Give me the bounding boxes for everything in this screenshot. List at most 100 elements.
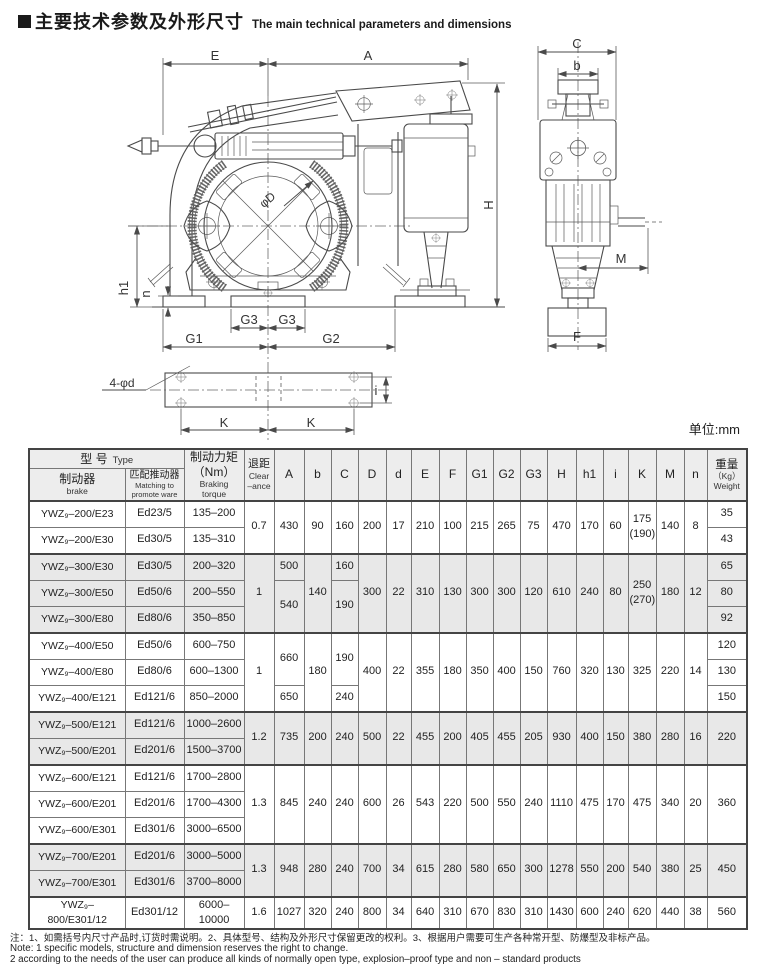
dim-label-g3-left: G3	[240, 312, 257, 327]
spec-cell: 17	[385, 499, 412, 555]
spec-cell: Ed30/5	[124, 552, 185, 581]
spec-cell: Ed50/6	[124, 579, 185, 607]
spec-cell: 6000–10000	[183, 895, 245, 930]
dim-label-h1: h1	[116, 281, 131, 295]
spec-cell: 540	[627, 842, 657, 898]
dim-label-k-left: K	[220, 415, 229, 430]
spec-cell: YWZ₉–400/E121	[28, 684, 126, 713]
spec-cell: YWZ₉–500/E201	[28, 737, 126, 766]
spec-header-cell: F	[438, 448, 467, 502]
spec-cell: 760	[546, 631, 577, 713]
spec-header-cell: d	[385, 448, 412, 502]
spec-cell: 16	[683, 710, 708, 766]
spec-cell: YWZ₉–800/E301/12	[28, 895, 126, 930]
spec-cell: 180	[655, 552, 685, 634]
spec-cell: 400	[575, 710, 604, 766]
spec-cell: 135–200	[183, 499, 245, 528]
spec-cell: 400	[492, 631, 521, 713]
spec-cell: 130	[706, 658, 748, 686]
spec-cell: 1	[243, 631, 275, 713]
spec-cell: 43	[706, 526, 748, 555]
spec-cell: 500	[465, 763, 494, 845]
spec-cell: 190	[330, 579, 359, 634]
spec-cell: YWZ₉–200/E30	[28, 526, 126, 555]
spec-header-cell: G3	[519, 448, 548, 502]
spec-cell: 170	[575, 499, 604, 555]
spec-cell: 830	[492, 895, 521, 930]
spec-cell: 930	[546, 710, 577, 766]
spec-cell: 65	[706, 552, 748, 581]
spec-cell: Ed50/6	[124, 631, 185, 660]
spec-cell: YWZ₉–300/E50	[28, 579, 126, 607]
spec-cell: 22	[385, 631, 412, 713]
spec-cell: 1027	[273, 895, 305, 930]
dim-label-m: M	[616, 251, 627, 266]
dim-label-a: A	[364, 48, 373, 63]
spec-header-cell: 制动力矩 （Nm）Braking torque	[183, 448, 245, 502]
spec-cell: 120	[519, 552, 548, 634]
spec-cell: 175 (190)	[627, 499, 657, 555]
spec-cell: Ed30/5	[124, 526, 185, 555]
spec-cell: 560	[706, 895, 748, 930]
spec-cell: 300	[357, 552, 387, 634]
spec-cell: YWZ₉–300/E80	[28, 605, 126, 634]
spec-cell: Ed201/6	[124, 737, 185, 766]
spec-cell: 240	[330, 763, 359, 845]
spec-cell: 405	[465, 710, 494, 766]
spec-cell: 600–750	[183, 631, 245, 660]
spec-cell: 948	[273, 842, 305, 898]
spec-cell: 20	[683, 763, 708, 845]
spec-header-cell: G2	[492, 448, 521, 502]
spec-cell: 180	[438, 631, 467, 713]
spec-cell: Ed301/6	[124, 816, 185, 845]
spec-cell: 600	[575, 895, 604, 930]
spec-cell: 355	[410, 631, 440, 713]
spec-header-cell: C	[330, 448, 359, 502]
spec-cell: 650	[273, 684, 305, 713]
spec-cell: 1.6	[243, 895, 275, 930]
spec-cell: 205	[519, 710, 548, 766]
spec-cell: 500	[357, 710, 387, 766]
spec-cell: 280	[655, 710, 685, 766]
spec-cell: 210	[410, 499, 440, 555]
spec-header-cell: M	[655, 448, 685, 502]
spec-cell: 620	[627, 895, 657, 930]
spec-cell: 220	[706, 710, 748, 766]
spec-cell: YWZ₉–400/E80	[28, 658, 126, 686]
spec-cell: 300	[465, 552, 494, 634]
spec-cell: 150	[706, 684, 748, 713]
spec-cell: 180	[303, 631, 332, 713]
spec-cell: 200–550	[183, 579, 245, 607]
note-en-1: Note: 1 specific models, structure and d…	[10, 943, 349, 954]
spec-cell: 240	[602, 895, 629, 930]
spec-cell: 350	[465, 631, 494, 713]
spec-cell: 140	[655, 499, 685, 555]
spec-cell: 1700–2800	[183, 763, 245, 792]
page-title-en: The main technical parameters and dimens…	[252, 19, 512, 31]
spec-cell: 160	[330, 499, 359, 555]
spec-cell: 1.3	[243, 763, 275, 845]
dim-label-n: n	[138, 290, 153, 297]
spec-cell: 550	[575, 842, 604, 898]
spec-cell: 360	[706, 763, 748, 845]
dim-label-i: i	[375, 383, 378, 398]
spec-header-cell: b	[303, 448, 332, 502]
spec-cell: YWZ₉–700/E201	[28, 842, 126, 871]
spec-cell: 150	[602, 710, 629, 766]
spec-cell: 140	[303, 552, 332, 634]
spec-cell: 320	[575, 631, 604, 713]
spec-cell: 3000–5000	[183, 842, 245, 871]
spec-cell: 800	[357, 895, 387, 930]
spec-cell: 650	[492, 842, 521, 898]
